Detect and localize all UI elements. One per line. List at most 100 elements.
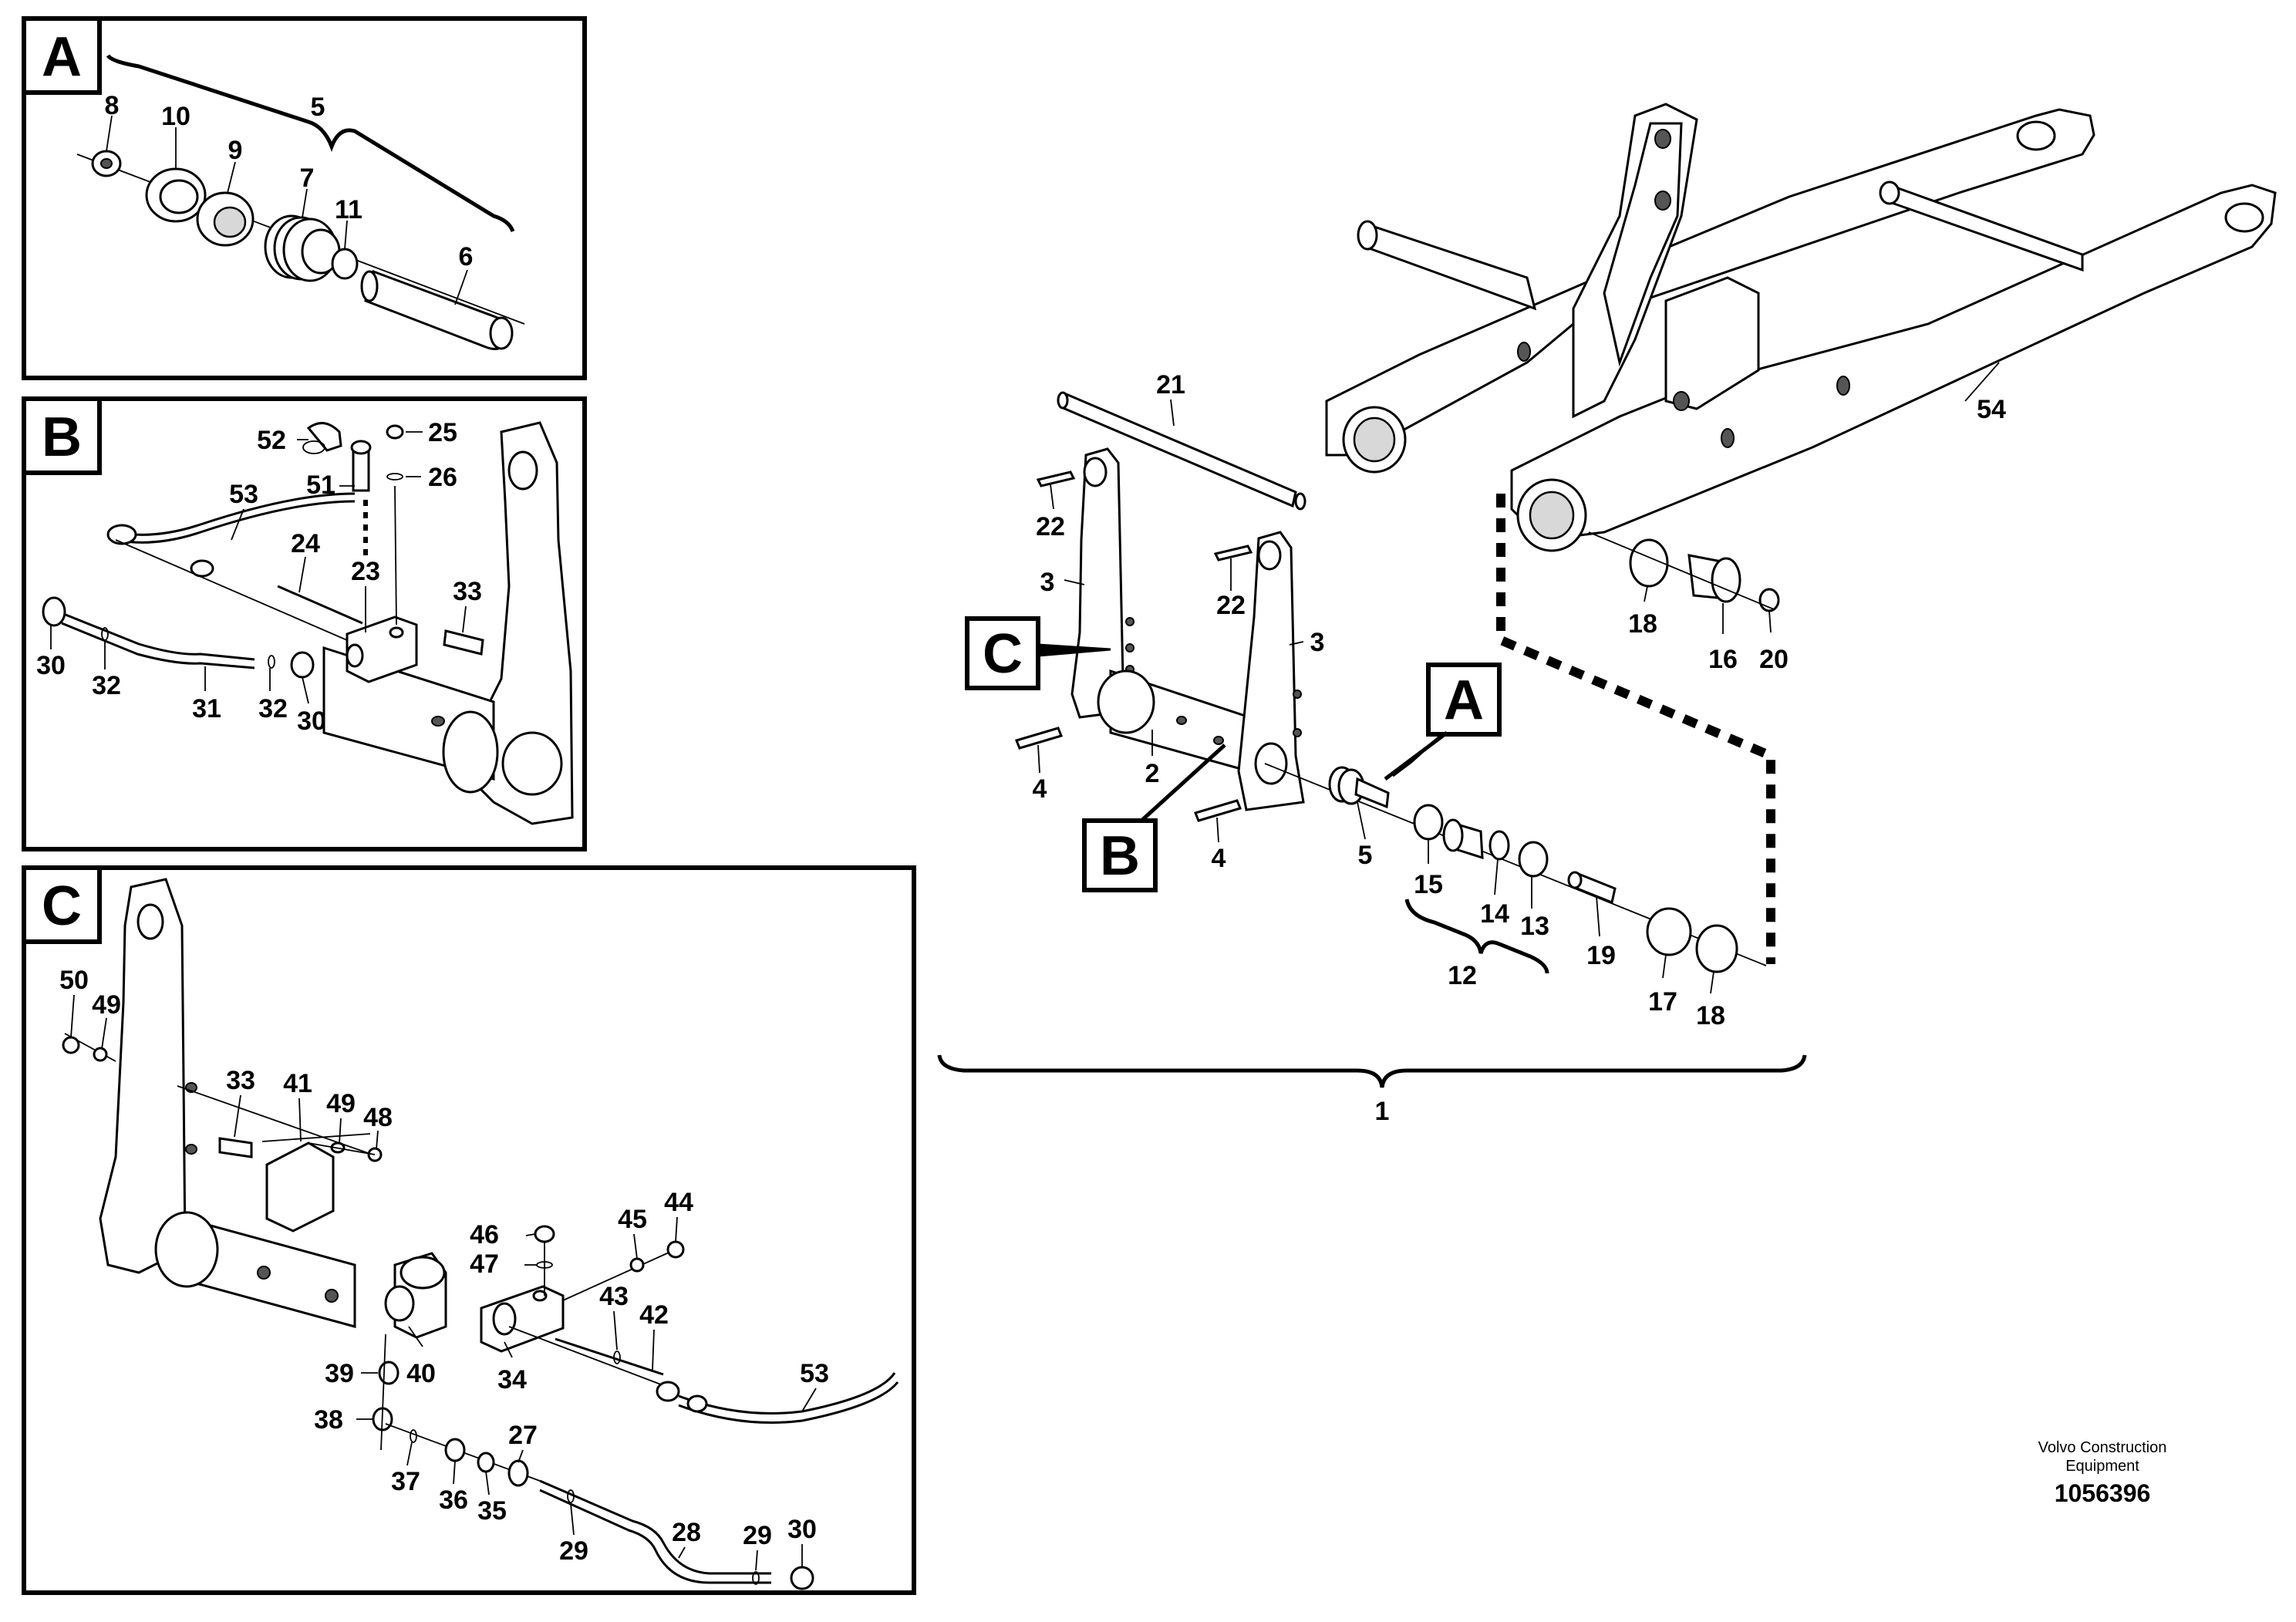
callout-main-18-upper: 18 bbox=[1628, 609, 1657, 639]
part-40-valve bbox=[384, 1252, 447, 1339]
callout-c-47: 47 bbox=[470, 1249, 499, 1279]
callout-b-26: 26 bbox=[428, 463, 457, 492]
callout-b-32-left: 32 bbox=[92, 671, 121, 700]
part-49-washer-top bbox=[93, 1047, 108, 1062]
part-2-tube bbox=[1097, 669, 1251, 773]
svg-text:A: A bbox=[1444, 669, 1484, 731]
panel-b-tag-box bbox=[22, 396, 102, 475]
part-34-block bbox=[480, 1285, 565, 1353]
part-50-nut bbox=[62, 1036, 80, 1054]
callout-c-36: 36 bbox=[439, 1485, 468, 1515]
callout-b-53: 53 bbox=[229, 480, 258, 509]
hose-fitting-53 bbox=[106, 524, 137, 545]
callout-c-37: 37 bbox=[391, 1467, 420, 1496]
callout-main-5: 5 bbox=[1358, 841, 1373, 870]
callout-c-49: 49 bbox=[326, 1089, 356, 1118]
brace-5 bbox=[106, 54, 515, 232]
part-14-bushing bbox=[1442, 818, 1484, 860]
callout-c-53: 53 bbox=[800, 1359, 829, 1388]
callout-a-7: 7 bbox=[300, 164, 315, 193]
panel-c-frame bbox=[22, 865, 916, 1595]
panel-b: B bbox=[22, 396, 587, 851]
main-tag-b: B bbox=[1082, 744, 1226, 892]
part-28-pipe bbox=[539, 1479, 771, 1575]
callout-b-52: 52 bbox=[257, 426, 286, 455]
callout-c-42: 42 bbox=[639, 1300, 669, 1330]
part-31-pipe bbox=[61, 612, 255, 661]
callout-main-3-left: 3 bbox=[1040, 568, 1055, 597]
part-25-cap bbox=[386, 424, 404, 440]
part-10-bearing-ring bbox=[145, 167, 207, 223]
part-15-washer bbox=[1413, 804, 1444, 841]
callout-c-27: 27 bbox=[508, 1421, 538, 1450]
callout-main-12: 12 bbox=[1448, 961, 1477, 990]
part-11-o-ring bbox=[331, 248, 359, 280]
part-54-lift-frame bbox=[1325, 103, 2277, 552]
callout-a-11: 11 bbox=[335, 195, 362, 224]
callout-main-13: 13 bbox=[1520, 912, 1549, 941]
callout-b-51: 51 bbox=[306, 470, 335, 500]
part-24-rod bbox=[277, 585, 363, 625]
part-22-bolt-left bbox=[1036, 470, 1076, 487]
part-21-shaft bbox=[1057, 391, 1306, 511]
callout-main-18-lower: 18 bbox=[1696, 1001, 1725, 1030]
callout-a-9: 9 bbox=[228, 136, 243, 165]
part-26-washer bbox=[386, 473, 403, 481]
main-tag-a: A bbox=[1384, 663, 1502, 781]
part-43-seal bbox=[613, 1351, 621, 1364]
callout-main-22-right: 22 bbox=[1216, 591, 1246, 620]
panel-b-arm-bore bbox=[501, 731, 563, 796]
callout-c-45: 45 bbox=[618, 1205, 647, 1234]
part-52-elbow bbox=[306, 422, 342, 452]
callout-c-33: 33 bbox=[226, 1066, 255, 1095]
part-22-bolt-right bbox=[1213, 545, 1253, 561]
callout-a-5: 5 bbox=[311, 93, 325, 122]
dashed-link-a bbox=[1496, 494, 1775, 964]
callout-c-46: 46 bbox=[470, 1220, 499, 1249]
part-45-washer bbox=[629, 1257, 645, 1273]
panel-b-frame bbox=[22, 396, 587, 851]
part-7-grooved-bushing bbox=[264, 214, 341, 282]
callout-c-29-right: 29 bbox=[743, 1521, 772, 1550]
part-4-bolt-right bbox=[1193, 799, 1242, 822]
panel-a: A bbox=[22, 16, 587, 380]
part-16-bushing bbox=[1687, 554, 1741, 603]
part-18-o-ring-upper bbox=[1629, 538, 1669, 588]
part-8-nut bbox=[91, 150, 122, 177]
callout-c-29-left: 29 bbox=[559, 1536, 588, 1566]
callout-c-39: 39 bbox=[325, 1359, 354, 1388]
part-17-shim bbox=[1646, 907, 1692, 956]
callout-c-41: 41 bbox=[283, 1069, 312, 1098]
part-41-guard-plate bbox=[265, 1141, 335, 1233]
callout-main-3-right: 3 bbox=[1310, 628, 1325, 657]
callout-main-4-right: 4 bbox=[1212, 844, 1226, 873]
part-33-pin bbox=[443, 629, 484, 656]
panel-c-tube-end bbox=[154, 1211, 219, 1288]
part-30-cap-left bbox=[42, 596, 66, 627]
panel-b-tag: B bbox=[42, 406, 82, 468]
document-number: 1056396 bbox=[2055, 1479, 2151, 1507]
callout-c-44: 44 bbox=[664, 1188, 693, 1217]
fitting-b-adapter bbox=[190, 559, 214, 578]
part-18-o-ring-lower bbox=[1695, 924, 1738, 973]
part-27-fitting bbox=[507, 1459, 529, 1487]
callout-main-54: 54 bbox=[1977, 395, 2006, 424]
part-37-seal bbox=[410, 1429, 417, 1443]
main-assembly: A B C 21 54 bbox=[937, 103, 2277, 1126]
callout-a-6: 6 bbox=[459, 242, 474, 271]
callout-c-34: 34 bbox=[497, 1365, 527, 1394]
panel-c-tag: C bbox=[42, 875, 82, 937]
brace-1 bbox=[937, 1054, 1807, 1088]
callout-c-48: 48 bbox=[363, 1103, 393, 1132]
callout-a-10: 10 bbox=[161, 102, 190, 131]
callout-c-30: 30 bbox=[787, 1515, 817, 1544]
panel-b-arm-hole-top bbox=[507, 450, 538, 491]
part-35-adapter bbox=[477, 1452, 495, 1473]
part-9-seal-ring bbox=[196, 191, 255, 247]
part-39-adapter bbox=[378, 1361, 400, 1385]
callout-b-30-right: 30 bbox=[297, 706, 326, 736]
callout-b-30-left: 30 bbox=[36, 651, 66, 680]
callout-c-43: 43 bbox=[599, 1282, 629, 1311]
part-14-o-ring bbox=[1489, 830, 1510, 861]
